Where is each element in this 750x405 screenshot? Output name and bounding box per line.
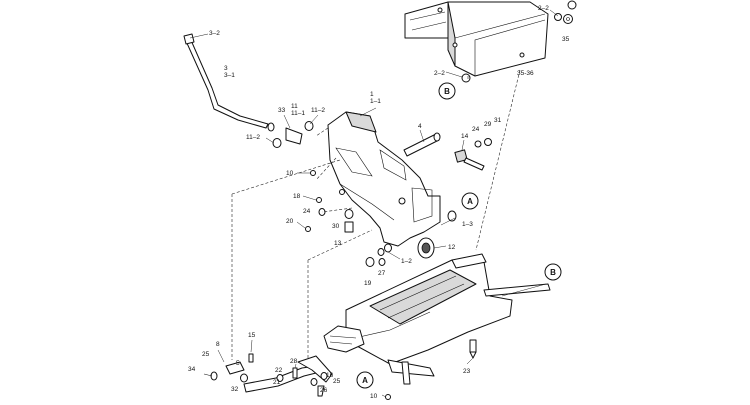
callout-1-2: 1–2 (401, 258, 412, 265)
ref-a-mid-label: A (467, 197, 473, 206)
callout-14: 14 (461, 133, 469, 140)
callout-18: 18 (293, 193, 301, 200)
ref-b-right-label: B (550, 268, 556, 277)
callout-25-right: 25 (333, 378, 341, 385)
callout-15: 15 (248, 332, 256, 339)
callout-29: 29 (484, 121, 492, 128)
ref-circle-b-top: B (438, 82, 456, 100)
callout-13: 13 (334, 240, 342, 247)
callout-33: 33 (278, 107, 286, 114)
control-lever-rod (183, 33, 275, 132)
pulley-part-12 (417, 237, 435, 259)
callout-12: 12 (448, 244, 456, 251)
ref-b-top-label: B (444, 87, 450, 96)
callout-leaders (189, 9, 559, 398)
callout-1: 1 (370, 91, 374, 98)
callout-2-2-top: 2–2 (538, 5, 549, 12)
callout-labels: 3–2 3 3–1 33 11–2 11 11–1 11–2 1 1–1 4 1… (188, 5, 570, 400)
frame-plate-assembly (323, 253, 551, 385)
callout-5: 5 (236, 360, 240, 367)
callout-19: 19 (364, 280, 372, 287)
lower-linkage-assembly (203, 353, 391, 400)
callout-35-36: 35-36 (517, 70, 534, 77)
callout-10-bottom: 10 (370, 393, 378, 400)
callout-34: 34 (188, 366, 196, 373)
callout-3-2: 3–2 (209, 30, 220, 37)
switch-part-14 (454, 138, 492, 171)
callout-28: 28 (290, 358, 298, 365)
callout-1-3: 1–3 (462, 221, 473, 228)
main-bracket-assembly (327, 111, 441, 247)
callout-4: 4 (418, 123, 422, 130)
callout-26: 26 (320, 387, 328, 394)
callout-23: 23 (463, 368, 471, 375)
callout-35: 35 (562, 36, 570, 43)
ref-circle-b-right: B (544, 263, 562, 281)
top-cover-assembly (404, 1, 549, 77)
callout-11-1: 11–1 (291, 110, 305, 117)
callout-22: 22 (275, 367, 283, 374)
small-hardware-left (272, 121, 386, 267)
callout-32: 32 (231, 386, 239, 393)
callout-24-top: 24 (472, 126, 480, 133)
callout-3: 3 (224, 65, 228, 72)
callout-24-mid: 24 (303, 208, 311, 215)
callout-11-2-right: 11–2 (311, 107, 325, 114)
ref-circle-a-bottom: A (356, 371, 374, 389)
callout-11-2-left: 11–2 (246, 134, 260, 141)
callout-16: 16 (326, 372, 334, 379)
pin-part-4 (403, 132, 441, 157)
callout-3-1: 3–1 (224, 72, 235, 79)
callout-10-top: 10 (286, 170, 294, 177)
callout-1-1: 1–1 (370, 98, 381, 105)
ref-circle-a-mid: A (461, 192, 479, 210)
callout-27: 27 (378, 270, 386, 277)
bushing-part-1-2 (377, 243, 392, 256)
assembly-reference-lines (231, 69, 521, 360)
callout-30: 30 (332, 223, 340, 230)
callout-11: 11 (291, 103, 298, 110)
callout-31: 31 (494, 117, 502, 124)
callout-25-left: 25 (202, 351, 210, 358)
callout-21: 21 (273, 379, 281, 386)
callout-2-2-mid: 2–2 (434, 70, 445, 77)
callout-20: 20 (286, 218, 294, 225)
callout-8: 8 (216, 341, 220, 348)
ref-a-bottom-label: A (362, 376, 368, 385)
